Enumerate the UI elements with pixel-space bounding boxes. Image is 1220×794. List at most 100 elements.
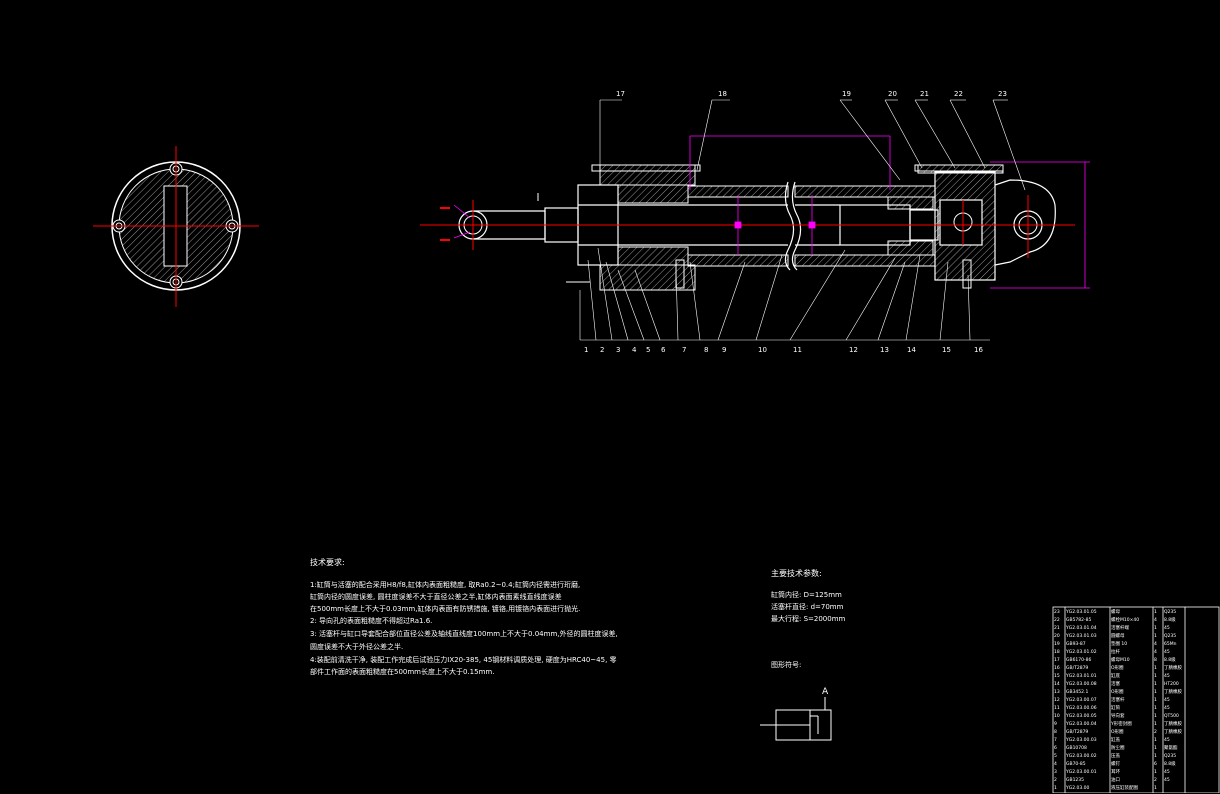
tech-line: 在500mm长度上不大于0.03mm,缸体内表面有防锈措施, 镀铬,用镀铬内表面… [310, 605, 581, 613]
part-label-4: 4 [632, 346, 637, 354]
bom-cell: 5 [1054, 754, 1057, 759]
bom-cell: 缸盖 [1111, 738, 1120, 743]
bom-cell: 20 [1054, 634, 1060, 639]
bom-cell: 1 [1154, 674, 1157, 679]
bom-cell: 螺母M10 [1111, 658, 1130, 663]
bom-cell: YG2.03.00.03 [1066, 738, 1097, 743]
bom-cell: 活塞 [1111, 682, 1120, 687]
bom-cell: Q235 [1164, 634, 1177, 639]
bom-cell: 15 [1054, 674, 1060, 679]
tech-line: 4:装配前清洗干净, 装配工作完成后试验压力IX20-385, 45钢材料调质处… [310, 656, 617, 664]
part-label-14: 14 [907, 346, 916, 354]
bom-cell: 1 [1154, 714, 1157, 719]
bom-cell: 液压缸装配图 [1111, 786, 1138, 791]
param-line: 缸筒内径: D=125mm [771, 591, 842, 599]
bom-cell: 22 [1054, 618, 1060, 623]
part-label-23: 23 [998, 90, 1007, 98]
bom-cell: 4 [1154, 618, 1157, 623]
bom-cell: 缸筒 [1111, 706, 1120, 711]
tech-requirements-title: 技术要求: [310, 558, 345, 567]
bom-cell: YG2.03.01.01 [1066, 674, 1097, 679]
bom-cell: 13 [1054, 690, 1060, 695]
bom-cell: 活塞杆 [1111, 698, 1125, 703]
bom-cell: 8.8级 [1164, 658, 1176, 663]
bom-cell: 1 [1154, 754, 1157, 759]
bom-cell: QT500 [1164, 714, 1179, 719]
part-label-15: 15 [942, 346, 951, 354]
tech-line: 1:缸筒与活塞的配合采用H8/f8,缸体内表面粗糙度, 取Ra0.2~0.4;缸… [310, 581, 581, 589]
bom-cell: 65Mn [1164, 642, 1177, 647]
bom-cell: 1 [1154, 626, 1157, 631]
bom-cell: 1 [1154, 634, 1157, 639]
bom-cell: 12 [1054, 698, 1060, 703]
bom-cell: Q235 [1164, 754, 1177, 759]
param-line: 最大行程: S=2000mm [771, 615, 846, 623]
bom-cell: 45 [1164, 650, 1170, 655]
part-label-22: 22 [954, 90, 963, 98]
bom-cell: YG2.03.01.04 [1066, 626, 1097, 631]
bom-cell: 1 [1154, 706, 1157, 711]
bom-cell: HT200 [1164, 682, 1179, 687]
bom-cell: 聚氨酯 [1164, 746, 1178, 751]
bom-cell: 45 [1164, 626, 1170, 631]
bom-cell: YG2.03.01.03 [1066, 634, 1097, 639]
bom-cell: O形圈 [1111, 690, 1124, 695]
bom-cell: 2 [1054, 778, 1057, 783]
bom-cell: 1 [1154, 746, 1157, 751]
bom-cell: 10 [1054, 714, 1060, 719]
part-label-6: 6 [661, 346, 666, 354]
bom-cell: YG2.03.00.07 [1066, 698, 1097, 703]
bom-cell: 9 [1054, 722, 1057, 727]
bom-cell: 丁腈橡胶 [1164, 722, 1182, 727]
bom-cell: 丁腈橡胶 [1164, 690, 1182, 695]
bom-cell: YG2.03.00.06 [1066, 706, 1097, 711]
bom-cell: 1 [1154, 722, 1157, 727]
part-label-1: 1 [584, 346, 589, 354]
bom-cell: 1 [1154, 738, 1157, 743]
bom-cell: 11 [1054, 706, 1060, 711]
bom-cell: GB1235 [1066, 778, 1085, 783]
bom-cell: YG2.03.00 [1066, 786, 1090, 791]
bom-cell: 螺栓M10×40 [1111, 618, 1140, 623]
bom-cell: 23 [1054, 610, 1060, 615]
hydraulic-symbol [760, 697, 832, 741]
bom-cell: 4 [1154, 642, 1157, 647]
tech-line: 圆度误差不大于外径公差之半. [310, 643, 404, 651]
bom-cell: 8.8级 [1164, 762, 1176, 767]
part-label-12: 12 [849, 346, 858, 354]
dimension-lines [453, 135, 1090, 289]
bom-cell: GB/T2879 [1066, 730, 1089, 735]
part-label-13: 13 [880, 346, 889, 354]
bom-cell: GB10708 [1066, 746, 1087, 751]
part-label-16: 16 [974, 346, 983, 354]
leader-lines [579, 99, 1026, 341]
bom-cell: 活塞杆端 [1111, 626, 1129, 631]
bom-cell: 垫圈 10 [1111, 642, 1128, 647]
bom-cell: 45 [1164, 738, 1170, 743]
bom-cell: YG2.03.00.08 [1066, 682, 1097, 687]
bom-cell: 6 [1154, 762, 1157, 767]
symbol-title: 图形符号: [771, 661, 802, 669]
bom-cell: 8 [1054, 730, 1057, 735]
bom-cell: YG2.03.00.04 [1066, 722, 1097, 727]
bom-cell: 丁腈橡胶 [1164, 666, 1182, 671]
bom-cell: YG2.03.00.01 [1066, 770, 1097, 775]
bom-cell: 8.8级 [1164, 618, 1176, 623]
bom-cell: YG2.03.01.05 [1066, 610, 1097, 615]
bom-cell: 丁腈橡胶 [1164, 730, 1182, 735]
